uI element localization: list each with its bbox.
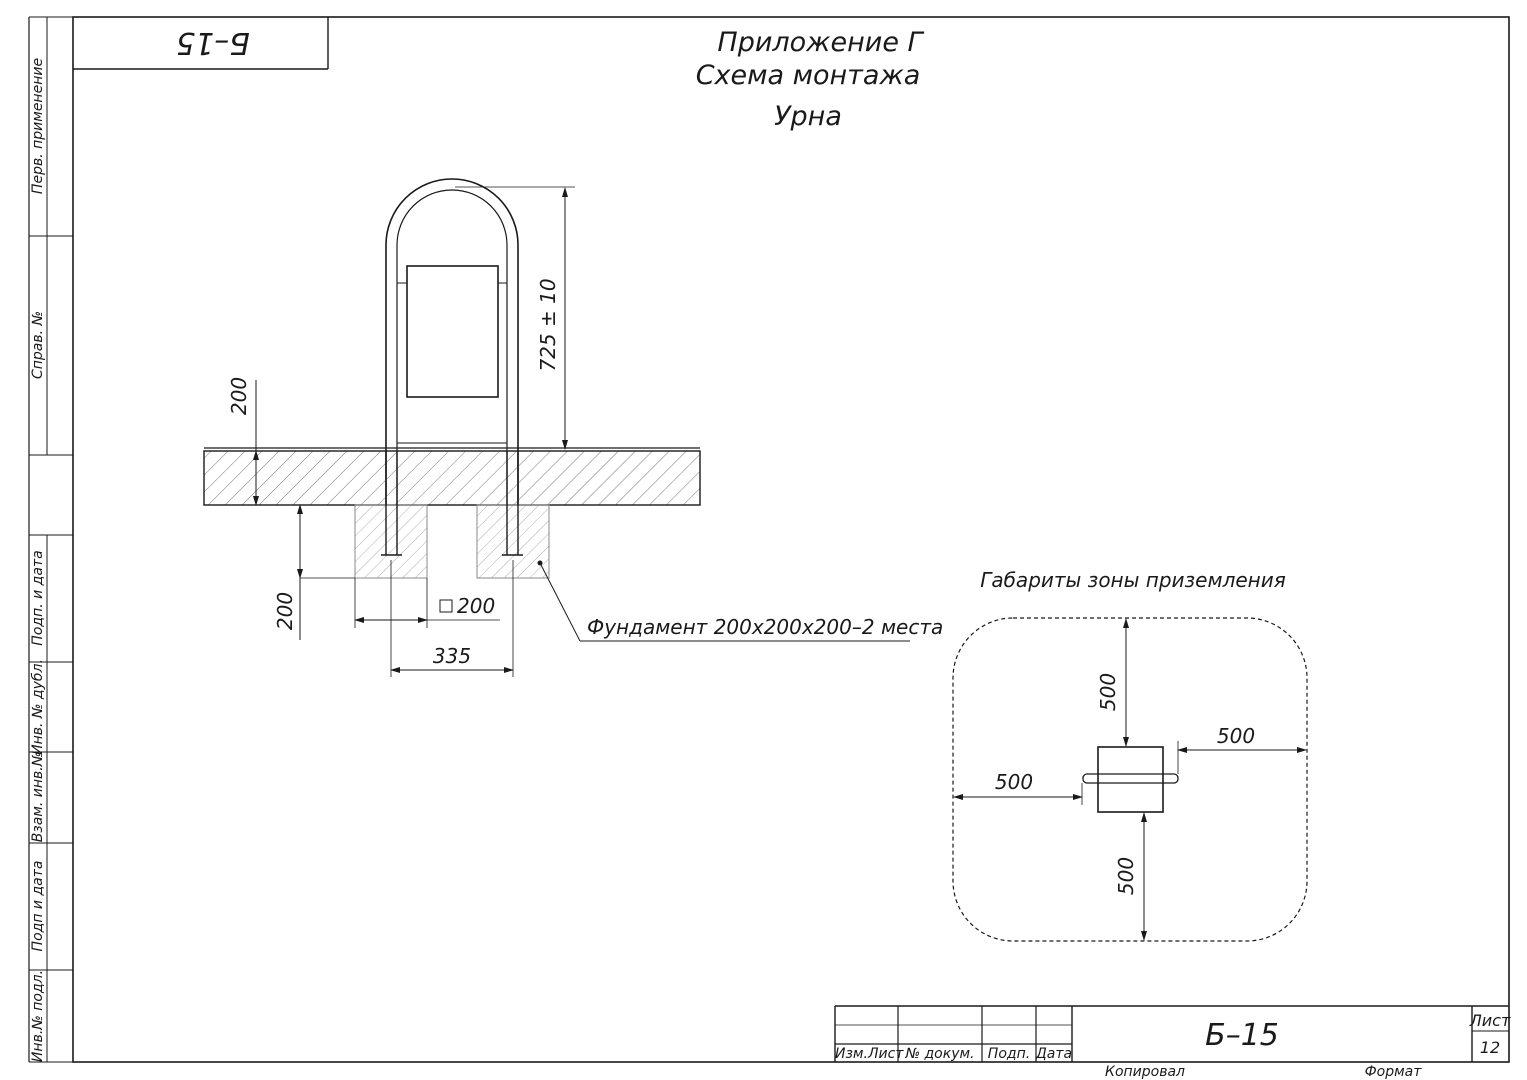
foundation-note: Фундамент 200х200х200–2 места [587, 615, 943, 639]
tb-format: Формат [1365, 1064, 1423, 1080]
zone-dim-left: 500 [995, 770, 1033, 794]
sheet-frame [72, 16, 1510, 1063]
side-label-replace-inv: Взам. инв.№ [30, 752, 46, 843]
dim-post-spacing: 335 [433, 644, 471, 668]
zone-outline [952, 617, 1308, 942]
tb-header-date: Дата [1035, 1046, 1072, 1062]
dim-foundation-depth: 200 [273, 592, 297, 630]
tb-header-sheet: Лист [867, 1046, 904, 1062]
urn-elevation [203, 178, 701, 579]
landing-zone: Габариты зоны приземления 500 500 500 50… [952, 568, 1308, 942]
tb-designation: Б–15 [1205, 1018, 1279, 1053]
dim-foundation-square: 200 [457, 594, 495, 618]
side-label-sign-date-2: Подп и дата [30, 861, 46, 952]
title-scheme: Схема монтажа [696, 60, 921, 91]
tb-header-sign: Подп. [988, 1046, 1030, 1062]
zone-dim-right: 500 [1217, 724, 1255, 748]
tb-sheet-label: Лист [1469, 1011, 1511, 1030]
tb-sheet-number: 12 [1480, 1038, 1500, 1057]
dim-slab-depth: 200 [227, 377, 251, 415]
top-stamp: Б–15 [73, 17, 329, 70]
side-strip: Перв. применение Справ. № Подп. и дата И… [28, 16, 73, 1063]
tb-copied: Копировал [1105, 1064, 1185, 1080]
dim-height: 725 ± 10 [536, 278, 560, 371]
side-label-orig-inv: Инв.№ подл. [30, 970, 46, 1062]
zone-dim-top: 500 [1096, 673, 1120, 711]
zone-title: Габариты зоны приземления [980, 568, 1286, 592]
side-label-dup-inv: Инв. № дубл. [30, 659, 46, 755]
side-label-sign-date-1: Подп. и дата [30, 550, 46, 645]
side-label-first-use: Перв. применение [30, 58, 46, 194]
tb-header-change: Изм. [835, 1046, 868, 1062]
title-appendix: Приложение Г [717, 27, 924, 58]
urn-dimensions: 725 ± 10 200 200 200 335 Фундамент 200х2… [227, 186, 943, 677]
tb-header-doc: № докум. [904, 1046, 974, 1062]
ground-slab [203, 450, 701, 506]
top-stamp-code: Б–15 [176, 25, 250, 60]
zone-dim-bottom: 500 [1114, 857, 1138, 895]
side-label-reference: Справ. № [30, 311, 46, 379]
title-item: Урна [774, 101, 842, 132]
title-block: Изм. Лист № докум. Подп. Дата Б–15 Лист … [834, 1005, 1511, 1080]
drawing-title: Приложение Г Схема монтажа Урна [696, 27, 925, 132]
